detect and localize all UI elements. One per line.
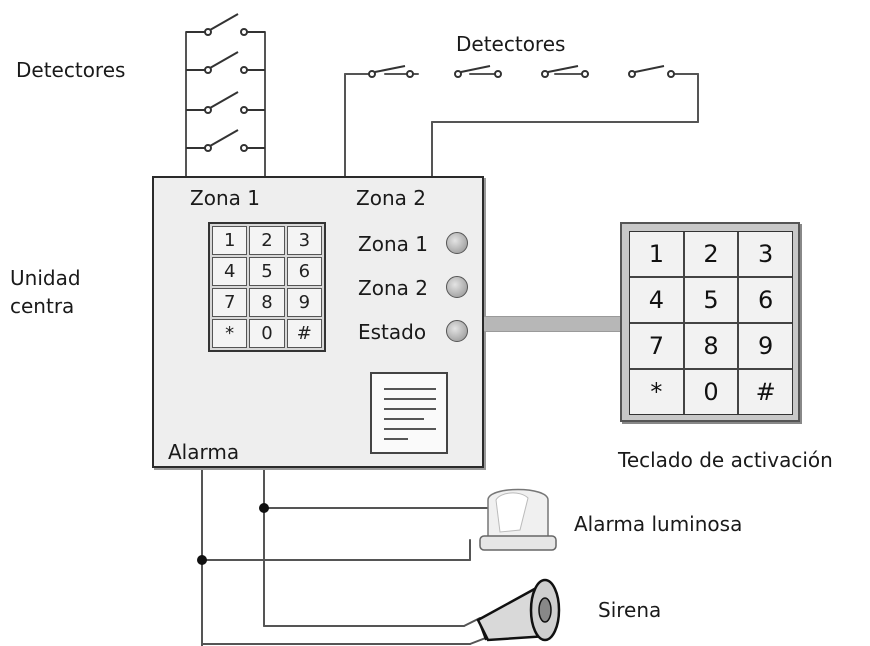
zone2-header: Zona 2 bbox=[356, 186, 426, 210]
alarm-label: Alarma bbox=[168, 440, 240, 464]
keypad-key[interactable]: 0 bbox=[249, 319, 285, 348]
activation-key[interactable]: 1 bbox=[630, 232, 683, 276]
switch-icon bbox=[186, 13, 265, 36]
keypad-key[interactable]: 8 bbox=[249, 288, 285, 317]
activation-key[interactable]: 0 bbox=[684, 370, 738, 414]
keypad-key[interactable]: * bbox=[212, 319, 248, 348]
indicator-led-icon bbox=[446, 320, 468, 342]
activation-key[interactable]: 5 bbox=[684, 278, 738, 322]
indicator-zone2-label: Zona 2 bbox=[358, 276, 428, 300]
light-alarm-label: Alarma luminosa bbox=[574, 512, 743, 536]
detectors-label-top: Detectores bbox=[456, 32, 566, 56]
activation-key[interactable]: # bbox=[739, 370, 792, 414]
detectors-label-left: Detectores bbox=[16, 58, 126, 82]
keypad-key[interactable]: 7 bbox=[212, 288, 248, 317]
switch-icon bbox=[186, 51, 265, 74]
junction-dot bbox=[197, 555, 207, 565]
activation-key[interactable]: 9 bbox=[739, 324, 792, 368]
activation-keypad-label: Teclado de activación bbox=[618, 448, 833, 472]
keypad-key[interactable]: 2 bbox=[249, 226, 285, 255]
switch-icon bbox=[454, 65, 502, 78]
keypad-key[interactable]: # bbox=[286, 319, 322, 348]
beacon-light-icon bbox=[479, 488, 557, 551]
activation-key[interactable]: * bbox=[630, 370, 683, 414]
siren-horn-icon bbox=[476, 578, 561, 642]
switch-icon bbox=[541, 65, 589, 78]
zone1-header: Zona 1 bbox=[190, 186, 260, 210]
central-unit-label-1: Unidad bbox=[10, 266, 81, 290]
junction-dot bbox=[259, 503, 269, 513]
activation-keypad: 1 2 3 4 5 6 7 8 9 * 0 # bbox=[620, 222, 800, 422]
keypad-key[interactable]: 4 bbox=[212, 257, 248, 286]
keypad-key[interactable]: 5 bbox=[249, 257, 285, 286]
central-unit-keypad: 1 2 3 4 5 6 7 8 9 * 0 # bbox=[208, 222, 326, 352]
indicator-led-icon bbox=[446, 232, 468, 254]
activation-key[interactable]: 6 bbox=[739, 278, 792, 322]
switch-icon bbox=[368, 65, 414, 78]
activation-key[interactable]: 2 bbox=[684, 232, 738, 276]
switch-icon bbox=[628, 65, 675, 78]
document-icon bbox=[370, 372, 448, 454]
indicator-state-label: Estado bbox=[358, 320, 427, 344]
switch-icon bbox=[186, 129, 265, 152]
keypad-key[interactable]: 3 bbox=[286, 226, 322, 255]
activation-key[interactable]: 4 bbox=[630, 278, 683, 322]
keypad-connection-bar bbox=[484, 316, 620, 332]
indicator-led-icon bbox=[446, 276, 468, 298]
activation-key[interactable]: 7 bbox=[630, 324, 683, 368]
keypad-key[interactable]: 1 bbox=[212, 226, 248, 255]
activation-key[interactable]: 8 bbox=[684, 324, 738, 368]
central-unit-label-2: centra bbox=[10, 294, 75, 318]
indicator-zone1-label: Zona 1 bbox=[358, 232, 428, 256]
keypad-key[interactable]: 6 bbox=[286, 257, 322, 286]
switch-icon bbox=[186, 91, 265, 114]
keypad-key[interactable]: 9 bbox=[286, 288, 322, 317]
siren-label: Sirena bbox=[598, 598, 662, 622]
activation-key[interactable]: 3 bbox=[739, 232, 792, 276]
